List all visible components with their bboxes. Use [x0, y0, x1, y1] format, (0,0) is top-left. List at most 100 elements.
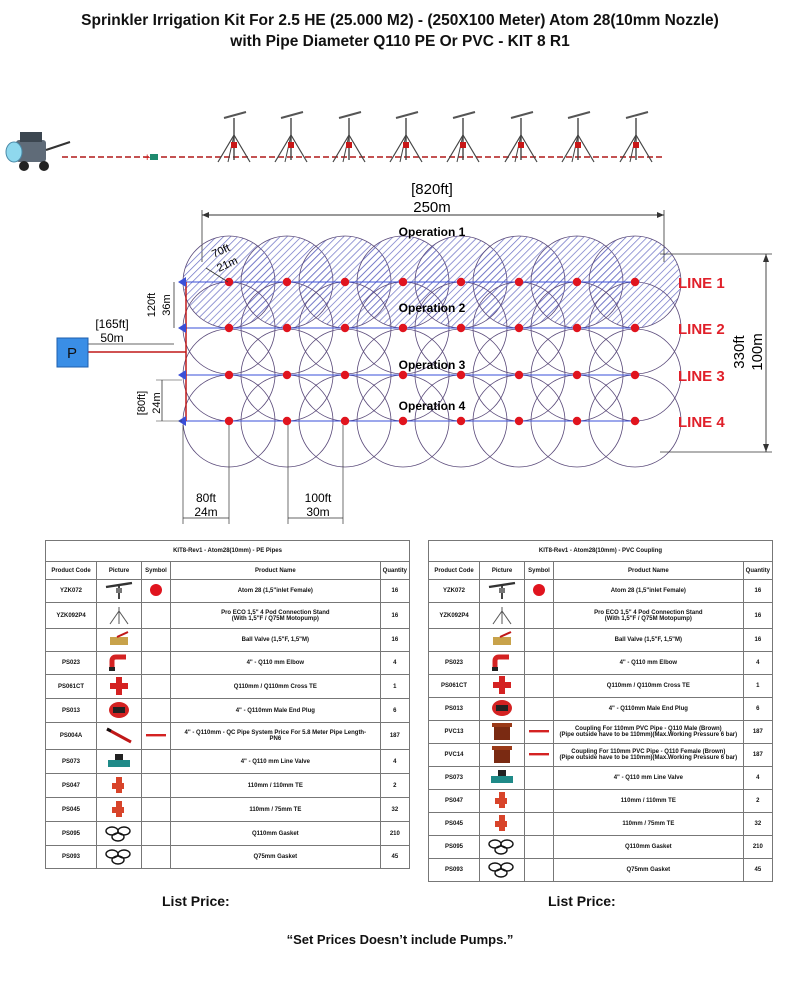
product-symbol: [524, 858, 554, 882]
product-symbol: [524, 579, 554, 603]
product-picture: [479, 697, 525, 721]
sprinkler-point: [340, 277, 350, 287]
product-symbol: [524, 674, 554, 698]
pvc-coupling-table: KIT8-Rev1 - Atom28(10mm) - PVC Coupling …: [428, 540, 774, 882]
product-symbol: [141, 845, 171, 869]
col-product-name: Product Name: [553, 561, 744, 580]
product-quantity: 16: [742, 628, 774, 652]
gasket-icon: [485, 859, 519, 881]
operation-4-label: Operation 4: [399, 399, 466, 413]
product-code: PS093: [428, 858, 480, 882]
product-symbol: [524, 766, 554, 790]
product-name: Q110mm / Q110mm Cross TE: [553, 674, 744, 698]
valve-marker: [150, 154, 158, 160]
coupling-icon: [485, 721, 519, 743]
tripod-sprinklers: [217, 111, 653, 163]
product-quantity: 2: [379, 773, 411, 798]
coverage-circles: [182, 235, 682, 468]
product-name: Q110mm Gasket: [170, 821, 381, 846]
product-name: Ball Valve (1,5"F, 1,5"M): [553, 628, 744, 652]
product-picture: [96, 821, 142, 846]
product-picture: [479, 812, 525, 836]
sprinkler-symbol-icon: [150, 584, 162, 596]
product-symbol: [141, 773, 171, 798]
stand-icon: [102, 605, 136, 627]
col-picture: Picture: [96, 561, 142, 580]
product-name: 110mm / 110mm TE: [170, 773, 381, 798]
product-picture: [479, 789, 525, 813]
sprinkler-point: [572, 370, 582, 380]
product-code: PS061CT: [45, 674, 97, 699]
sprinkler-point: [282, 323, 292, 333]
sprinkler-point: [224, 416, 234, 426]
product-code: PS013: [428, 697, 480, 721]
operation-2-label: Operation 2: [399, 301, 466, 315]
height-ft-label: 330ft: [731, 334, 748, 368]
product-name: 110mm / 75mm TE: [170, 797, 381, 822]
lateral-lines: [88, 277, 640, 426]
sprinkler-point: [572, 416, 582, 426]
operation-1-label: Operation 1: [399, 225, 466, 239]
sprinkler-point: [398, 323, 408, 333]
title-line-1: Sprinkler Irrigation Kit For 2.5 HE (25.…: [81, 12, 719, 29]
product-quantity: 1: [379, 674, 411, 699]
product-code: PS004A: [45, 722, 97, 750]
product-picture: [96, 674, 142, 699]
product-symbol: [141, 628, 171, 652]
product-code: PS045: [45, 797, 97, 822]
width-ft-label: [820ft]: [411, 181, 453, 198]
sprinkler-point: [456, 416, 466, 426]
product-name: Atom 28 (1,5"inlet Female): [553, 579, 744, 603]
footer-note: “Set Prices Doesn’t include Pumps.”: [286, 932, 514, 947]
product-symbol: [141, 722, 171, 750]
tripod-sprinkler-icon: [389, 111, 423, 163]
product-name: 4" - Q110 mm Line Valve: [553, 766, 744, 790]
line-valve-icon: [102, 751, 136, 773]
product-name: 4" - Q110mm Male End Plug: [553, 697, 744, 721]
bottom-b-ft-label: 100ft: [305, 491, 332, 505]
page-title: Sprinkler Irrigation Kit For 2.5 HE (25.…: [0, 10, 800, 52]
product-code: YZK072: [45, 579, 97, 603]
ball-valve-icon: [485, 629, 519, 651]
product-symbol: [141, 602, 171, 629]
col-quantity: Quantity: [379, 561, 411, 580]
product-code: [428, 628, 480, 652]
product-quantity: 45: [742, 858, 774, 882]
mainline-m-label: 50m: [100, 331, 123, 345]
sprinkler-point: [572, 277, 582, 287]
product-code: PS073: [428, 766, 480, 790]
col-symbol: Symbol: [141, 561, 171, 580]
spacing-ft-label: 120ft: [146, 293, 158, 317]
product-code: PS047: [45, 773, 97, 798]
title-line-2: with Pipe Diameter Q110 PE Or PVC - KIT …: [230, 33, 570, 50]
product-code: [45, 628, 97, 652]
pe-pipes-table: KIT8-Rev1 - Atom28(10mm) - PE Pipes Prod…: [45, 540, 411, 869]
product-symbol: [524, 697, 554, 721]
bottom-a-m-label: 24m: [194, 505, 217, 519]
product-quantity: 4: [379, 651, 411, 675]
end-plug-icon: [485, 698, 519, 720]
product-name: 4" - Q110mm - QC Pipe System Price For 5…: [170, 722, 381, 750]
product-name: 4" - Q110 mm Elbow: [170, 651, 381, 675]
coupling-icon: [485, 744, 519, 766]
sprinkler-point: [340, 416, 350, 426]
table-row: Ball Valve (1,5"F, 1,5"M)16: [428, 628, 774, 652]
list-price-label-pvc: List Price:: [548, 893, 616, 909]
sprinkler-point: [630, 277, 640, 287]
bottom-b-m-label: 30m: [306, 505, 329, 519]
sprinkler-icon: [485, 580, 519, 602]
